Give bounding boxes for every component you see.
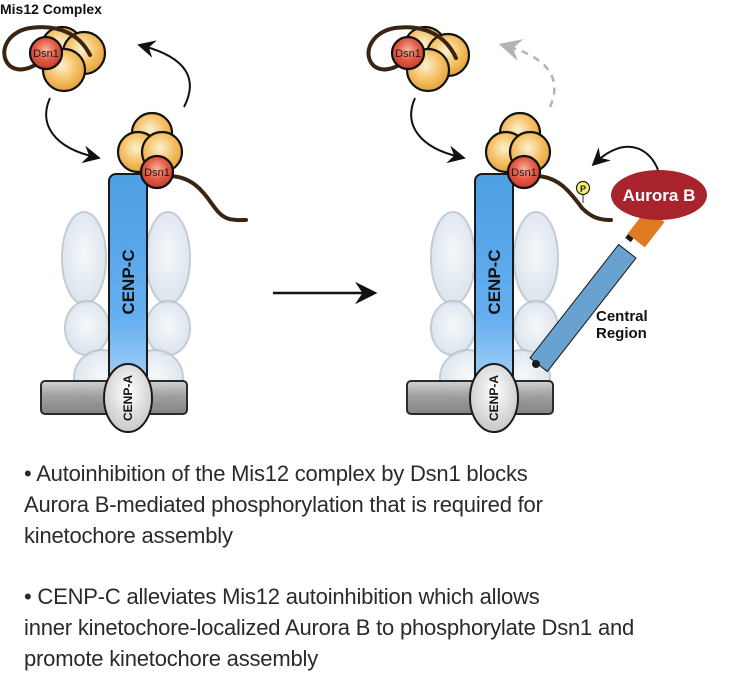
dsn1-tail <box>2 25 92 72</box>
dsn1-label: Dsn1 <box>511 167 537 179</box>
nucleosome <box>430 300 476 356</box>
blocked-release-arrow <box>498 39 556 108</box>
free-mis12-complex: Dsn1 <box>366 25 471 93</box>
dsn1-subunit <box>506 154 542 190</box>
cenp-c-label: CENP-C <box>485 249 504 314</box>
dsn1-label: Dsn1 <box>395 48 421 60</box>
cenp-a-protein <box>103 363 153 433</box>
cenp-a-label: CENP-A <box>121 375 135 421</box>
dsn1-subunit <box>139 154 175 190</box>
binding-arrow <box>45 97 101 164</box>
caption-line: inner kinetochore-localized Aurora B to … <box>24 615 635 640</box>
dsn1-tail <box>366 25 458 72</box>
caption-line: • Autoinhibition of the Mis12 complex by… <box>24 461 528 486</box>
aurora-b-label: Aurora B <box>623 186 696 205</box>
free-mis12-complex: Dsn1 <box>2 25 107 93</box>
central-region-end <box>532 360 540 368</box>
cenp-c-label: CENP-C <box>119 249 138 314</box>
central-region-label-line2: Region <box>596 325 647 342</box>
nucleosome <box>513 211 559 305</box>
caption-line: promote kinetochore assembly <box>24 646 318 671</box>
phosphorylation-arrow <box>591 145 659 171</box>
caption-autoinhibition: • Autoinhibition of the Mis12 complex by… <box>24 458 729 551</box>
phospho-icon <box>575 180 591 196</box>
cenp-a-label: CENP-A <box>487 375 501 421</box>
caption-line: kinetochore assembly <box>24 523 233 548</box>
left-panel: Dsn1 CENP-C CENP-A Dsn1 <box>2 25 248 433</box>
dsn1-tail <box>166 174 248 223</box>
caption-line: Aurora B-mediated phosphorylation that i… <box>24 492 543 517</box>
bound-mis12-complex: Dsn1 P <box>484 111 613 222</box>
binding-arrow <box>410 97 466 164</box>
nucleosome <box>145 211 191 305</box>
phospho-label: P <box>580 184 586 194</box>
dsn1-label: Dsn1 <box>33 48 59 60</box>
dsn1-subunit <box>390 35 426 71</box>
nucleosome <box>61 211 107 305</box>
aurora-b-kinase <box>611 170 707 220</box>
caption-line: • CENP-C alleviates Mis12 autoinhibition… <box>24 584 540 609</box>
cenp-a-protein <box>469 363 519 433</box>
nucleosome <box>145 300 191 356</box>
kinetochore-diagram: Mis12 Complex Dsn1 CENP-C CENP-A <box>0 1 707 433</box>
dsn1-tail <box>533 174 613 222</box>
caption-cenp-c-relief: • CENP-C alleviates Mis12 autoinhibition… <box>24 581 729 674</box>
dsn1-subunit <box>28 35 64 71</box>
dsn1-label: Dsn1 <box>144 167 170 179</box>
bound-mis12-complex: Dsn1 <box>116 111 248 223</box>
nucleosome <box>430 211 476 305</box>
mis12-complex-title: Mis12 Complex <box>0 1 102 17</box>
central-region-label-line1: Central <box>596 308 648 325</box>
nucleosome <box>64 300 110 356</box>
release-arrow <box>137 40 191 108</box>
right-panel: Dsn1 CENP-C CENP-A <box>366 25 707 433</box>
